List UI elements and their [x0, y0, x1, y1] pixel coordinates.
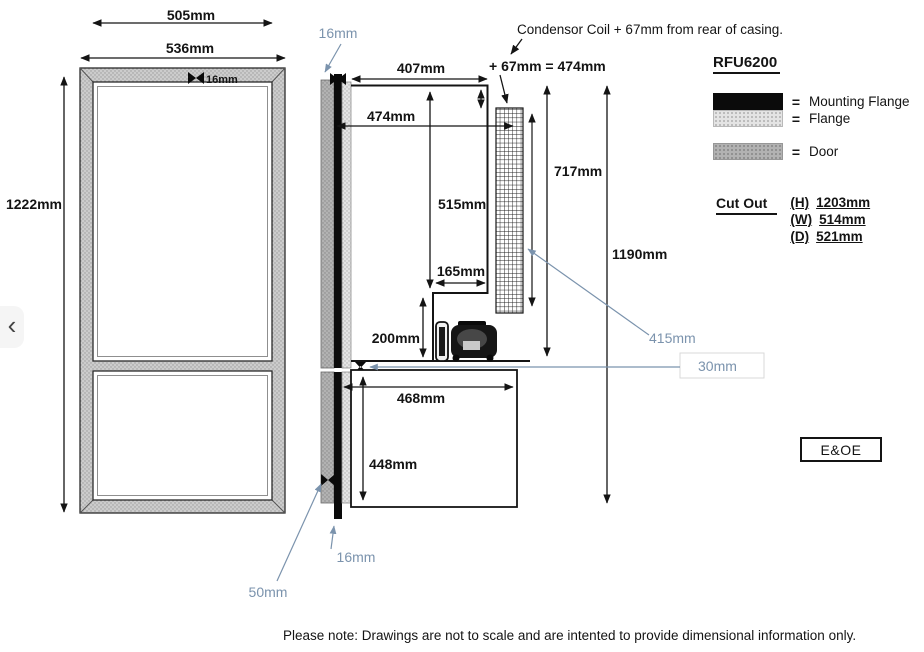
dim-717-label: 717mm: [554, 163, 602, 179]
dim-1190-label: 1190mm: [612, 246, 667, 262]
dim-200-label: 200mm: [372, 330, 420, 346]
cutout-row-depth: (D) 521mm: [790, 229, 870, 245]
compressor: [435, 321, 497, 362]
disclaimer-note: Please note: Drawings are not to scale a…: [283, 628, 857, 643]
mounting-flange-upper: [334, 74, 342, 368]
flange-top-marker: [330, 73, 346, 85]
dim-1222-label: 1222mm: [6, 196, 62, 212]
dim-468-label: 468mm: [397, 390, 445, 406]
front-door-view: 16mm 505mm 536mm 1222mm: [6, 7, 286, 514]
callout-16-top-line: [324, 43, 342, 73]
callout-50-line: [276, 483, 322, 582]
equals-sign: =: [791, 110, 801, 127]
callout-16-top-label: 16mm: [319, 25, 358, 41]
flange-upper: [341, 81, 352, 369]
door-strip-marker: [321, 474, 335, 486]
legend-label-mounting-flange: Mounting Flange: [809, 94, 910, 109]
eoe-box: E&OE: [800, 437, 882, 462]
cutout-spec: Cut Out (H) 1203mm (W) 514mm (D) 521mm: [716, 195, 870, 245]
casing-outline: [351, 84, 489, 361]
equals-sign: =: [791, 93, 801, 110]
legend-row-flange: = Flange: [713, 110, 850, 127]
carousel-prev-button[interactable]: ‹: [0, 306, 24, 348]
legend-label-flange: Flange: [809, 111, 851, 126]
callout-415-label: 415mm: [649, 330, 696, 346]
flange-lower: [341, 371, 352, 504]
model-title: RFU6200: [713, 54, 781, 74]
condensor-coil: [495, 107, 524, 314]
callout-30-box: [679, 352, 765, 379]
mounting-flange-swatch: [713, 93, 783, 110]
callout-30-label: 30mm: [698, 358, 737, 374]
legend-label-door: Door: [809, 144, 839, 159]
flange-swatch: [713, 110, 783, 127]
callout-16-bottom-label: 16mm: [337, 549, 376, 565]
equals-sign: =: [791, 143, 801, 160]
cutout-title: Cut Out: [716, 195, 778, 215]
cutout-key-w: (W): [790, 212, 813, 227]
frame-thickness-marker: [188, 72, 204, 84]
cutout-row-height: (H) 1203mm: [790, 195, 870, 211]
mounting-flange-lower: [334, 372, 342, 519]
dim-505-label: 505mm: [167, 7, 215, 23]
cutout-value-h: 1203mm: [816, 195, 871, 210]
lower-cabinet-outline: [350, 369, 518, 508]
door-upper-panel: [92, 81, 273, 362]
dim-474-label: 474mm: [367, 108, 415, 124]
legend-row-mounting-flange: = Mounting Flange: [713, 93, 910, 110]
door-swatch: [713, 143, 783, 160]
cutout-key-h: (H): [790, 195, 810, 210]
door-strip-upper: [320, 79, 335, 369]
dim-407-label: 407mm: [397, 60, 445, 76]
callout-415-line: [527, 248, 650, 336]
cutout-row-width: (W) 514mm: [790, 212, 870, 228]
dim-536-label: 536mm: [166, 40, 214, 56]
dim-515-label: 515mm: [438, 196, 486, 212]
callout-50-label: 50mm: [249, 584, 288, 600]
cutout-value-w: 514mm: [819, 212, 866, 227]
callout-16-bottom-line: [329, 525, 337, 550]
annotation-arrow-1: [510, 38, 523, 55]
coil-formula-label: + 67mm = 474mm: [489, 58, 606, 74]
cutout-value-d: 521mm: [816, 229, 863, 244]
dim-165-label: 165mm: [437, 263, 485, 279]
cutout-key-d: (D): [790, 229, 810, 244]
dim-448-label: 448mm: [369, 456, 417, 472]
annotation-arrow-2: [499, 74, 509, 104]
door-lower-panel: [92, 370, 273, 501]
door-frame-thickness-label: 16mm: [206, 74, 238, 86]
legend-row-door: = Door: [713, 143, 838, 160]
side-profile-view: 407mm 474mm 515mm 165mm 200mm 717mm 1190…: [249, 22, 783, 600]
condensor-annotation: Condensor Coil + 67mm from rear of casin…: [517, 22, 783, 37]
